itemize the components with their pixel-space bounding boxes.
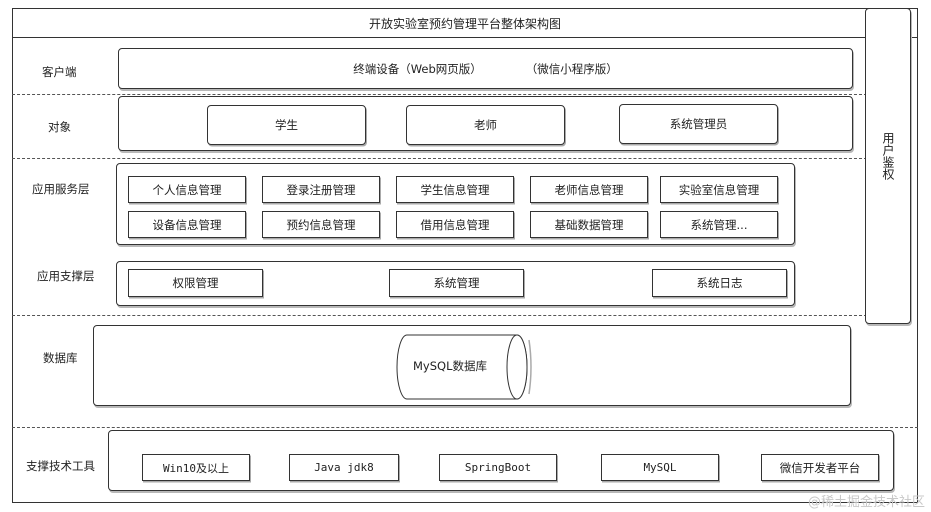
layer-label-tools: 支撑技术工具 <box>26 459 95 473</box>
support-permission-mgmt: 权限管理 <box>128 269 263 297</box>
service-teacher-info: 老师信息管理 <box>530 176 648 203</box>
service-borrow-info: 借用信息管理 <box>396 211 514 238</box>
tool-mysql: MySQL <box>601 454 719 481</box>
tool-windows: Win10及以上 <box>142 454 250 481</box>
user-auth-label: 用户鉴权 <box>881 132 895 180</box>
layer-label-service: 应用服务层 <box>32 182 90 196</box>
service-student-info: 学生信息管理 <box>396 176 514 203</box>
tool-springboot: SpringBoot <box>439 454 557 481</box>
object-sysadmin: 系统管理员 <box>619 104 778 144</box>
watermark: @稀土掘金技术社区 <box>807 495 925 510</box>
layer-label-support: 应用支撑层 <box>37 269 95 283</box>
architecture-frame <box>12 37 918 503</box>
client-lane: 终端设备（Web网页版） （微信小程序版） <box>118 48 853 89</box>
tool-java: Java jdk8 <box>289 454 399 481</box>
object-teacher: 老师 <box>406 105 565 145</box>
service-login-register: 登录注册管理 <box>262 176 380 203</box>
tool-wechat-devtools: 微信开发者平台 <box>761 454 879 481</box>
layer-label-objects: 对象 <box>48 120 71 134</box>
database-cylinder-icon <box>396 334 532 400</box>
service-lab-info: 实验室信息管理 <box>660 176 778 203</box>
separator-objects-service <box>12 158 867 159</box>
client-terminal-text: 终端设备（Web网页版） <box>353 61 482 76</box>
object-student: 学生 <box>207 105 366 145</box>
support-system-log: 系统日志 <box>652 269 787 297</box>
service-personal-info: 个人信息管理 <box>128 176 246 203</box>
layer-label-database: 数据库 <box>43 351 78 365</box>
layer-label-client: 客户端 <box>42 65 77 79</box>
service-system-mgmt: 系统管理... <box>660 211 778 238</box>
separator-support-database <box>12 315 867 316</box>
diagram-title: 开放实验室预约管理平台整体架构图 <box>12 8 918 38</box>
separator-database-tools <box>12 427 918 428</box>
client-wechat-text: （微信小程序版） <box>525 61 618 76</box>
service-reservation-info: 预约信息管理 <box>262 211 380 238</box>
support-system-mgmt: 系统管理 <box>389 269 524 297</box>
service-base-data: 基础数据管理 <box>530 211 648 238</box>
user-auth-bar: 用户鉴权 <box>865 8 911 324</box>
database-label: MySQL数据库 <box>413 359 487 373</box>
service-device-info: 设备信息管理 <box>128 211 246 238</box>
separator-client-objects <box>12 94 867 95</box>
